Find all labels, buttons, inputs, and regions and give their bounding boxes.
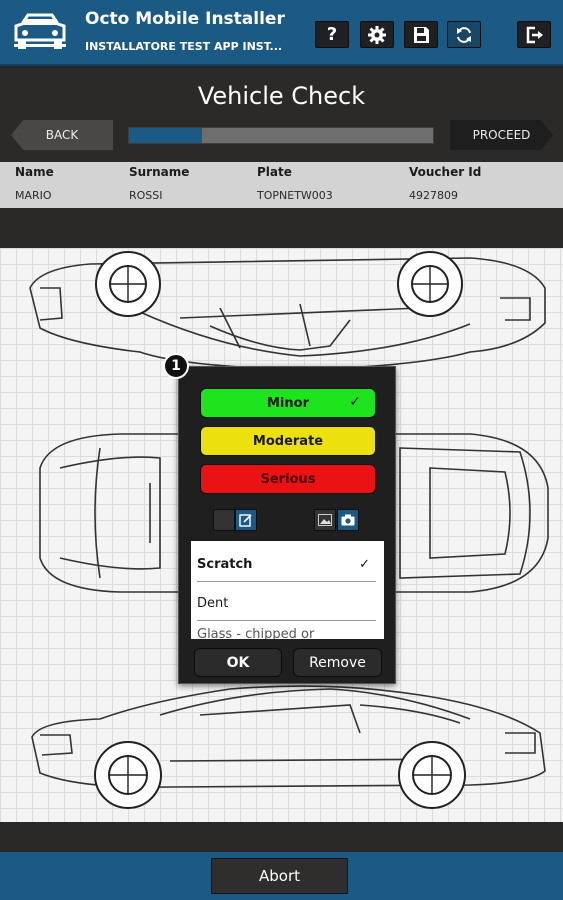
header-plate: Plate <box>257 165 292 179</box>
image-icon <box>318 514 332 526</box>
damage-type-item[interactable]: Glass - chipped or <box>197 627 315 639</box>
header-voucher-id: Voucher Id <box>409 165 482 179</box>
gear-icon <box>368 25 386 44</box>
save-button[interactable] <box>404 21 438 48</box>
help-icon: ? <box>326 24 338 45</box>
car-side-view-top <box>29 251 546 371</box>
vehicle-info-table: Name Surname Plate Voucher Id MARIO ROSS… <box>0 162 563 208</box>
severity-serious-button[interactable]: Serious <box>200 464 376 494</box>
severity-minor-button[interactable]: Minor ✓ <box>200 388 376 418</box>
remove-button[interactable]: Remove <box>293 648 382 677</box>
check-icon: ✓ <box>349 394 361 410</box>
settings-button[interactable] <box>360 21 394 48</box>
check-icon: ✓ <box>359 557 370 572</box>
value-name: MARIO <box>15 189 52 202</box>
edit-note-icon <box>239 514 252 527</box>
app-subtitle: INSTALLATORE TEST APP INST... <box>85 40 283 53</box>
car-logo-icon <box>14 13 66 49</box>
value-voucher-id: 4927809 <box>409 189 458 202</box>
proceed-button[interactable]: PROCEED <box>450 120 553 150</box>
save-icon <box>414 26 429 43</box>
separator <box>0 208 563 248</box>
page-title: Vehicle Check <box>197 82 366 110</box>
camera-button[interactable] <box>337 509 359 531</box>
car-side-view-bottom <box>31 685 546 809</box>
value-plate: TOPNETW003 <box>257 189 333 202</box>
header-name: Name <box>15 165 54 179</box>
progress-fill <box>129 128 202 143</box>
damage-popup: Minor ✓ Moderate Serious Scratch ✓ De <box>178 366 396 684</box>
ok-button[interactable]: OK <box>194 648 282 677</box>
damage-type-item[interactable]: Scratch ✓ <box>197 557 370 572</box>
list-divider <box>197 620 376 621</box>
page-titlebar: Vehicle Check BACK PROCEED <box>0 68 563 162</box>
damage-marker[interactable]: 1 <box>163 353 189 379</box>
damage-type-item[interactable]: Dent <box>197 596 229 611</box>
note-toggle-off[interactable] <box>213 509 235 531</box>
severity-serious-label: Serious <box>260 471 316 487</box>
separator <box>0 822 563 852</box>
sync-icon <box>457 26 471 43</box>
app-header: Octo Mobile Installer INSTALLATORE TEST … <box>0 0 563 66</box>
gallery-button[interactable] <box>314 509 336 531</box>
help-button[interactable]: ? <box>315 21 349 48</box>
severity-moderate-button[interactable]: Moderate <box>200 426 376 456</box>
app-title: Octo Mobile Installer <box>85 9 285 29</box>
value-surname: ROSSI <box>129 189 163 202</box>
camera-icon <box>341 514 355 526</box>
header-surname: Surname <box>129 165 190 179</box>
logout-button[interactable] <box>517 21 551 48</box>
severity-minor-label: Minor <box>267 395 309 411</box>
sync-button[interactable] <box>447 21 481 48</box>
severity-moderate-label: Moderate <box>252 433 324 449</box>
progress-bar <box>128 127 434 144</box>
footer-bar: Abort <box>0 852 563 900</box>
damage-type-list[interactable]: Scratch ✓ Dent Glass - chipped or <box>191 541 384 639</box>
back-button[interactable]: BACK <box>11 120 113 150</box>
abort-button[interactable]: Abort <box>211 858 348 894</box>
edit-note-button[interactable] <box>235 509 257 531</box>
logout-icon <box>526 26 543 43</box>
list-divider <box>197 581 376 582</box>
